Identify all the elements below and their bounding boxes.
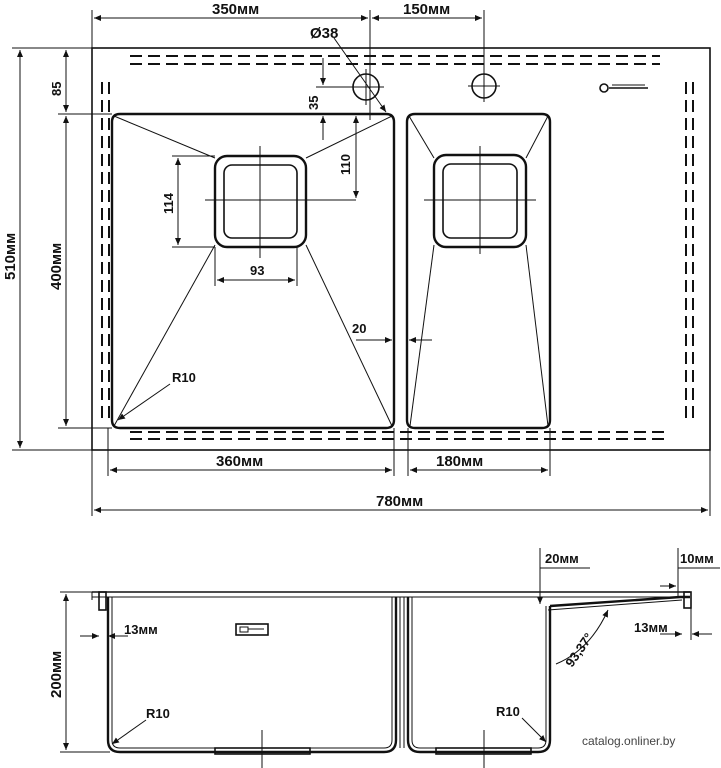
dim-radius-left-label: R10 (146, 706, 170, 721)
dim-total-width-label: 780мм (376, 493, 423, 510)
dim-edge: 10мм (660, 548, 720, 596)
dim-left-wall-label: 13мм (124, 622, 158, 637)
left-bowl-section (106, 597, 398, 754)
dim-angle: 93,37° (555, 609, 609, 670)
dim-top-margin-label: 85 (49, 82, 64, 96)
dim-right-wall-label: 13мм (634, 620, 668, 635)
dim-corner-radius: R10 (117, 370, 196, 421)
dim-drain-height-label: 114 (161, 192, 176, 214)
section-view: 200мм 13мм R10 R10 20мм (48, 548, 720, 768)
dim-angle-label: 93,37° (562, 630, 596, 670)
brand-logo (599, 83, 648, 93)
dim-total-depth-label: 510мм (2, 233, 19, 280)
top-view: 350мм 150мм Ø38 35 110 114 (2, 1, 711, 516)
dim-drain-width-label: 93 (250, 263, 264, 278)
left-bowl (110, 112, 396, 430)
dim-bowl-depth-label: 400мм (48, 243, 65, 290)
dim-bottom-widths: 360мм 180мм 780мм (91, 428, 711, 516)
dim-hole-offset-label: 35 (306, 96, 321, 110)
dim-hole-offset: 35 (306, 58, 352, 140)
dim-edge-label: 10мм (680, 551, 714, 566)
dim-drain-offset: 110 (338, 116, 359, 198)
dim-drain-offset-label: 110 (338, 154, 353, 175)
dim-radius-left: R10 (111, 706, 170, 745)
dim-lip: 20мм (537, 548, 590, 604)
right-bowl (405, 112, 552, 430)
watermark: catalog.onliner.by (582, 734, 675, 748)
dim-right-offset-label: 150мм (403, 1, 450, 18)
dim-hole-diameter-label: Ø38 (310, 25, 338, 42)
overflow-fitting (235, 623, 269, 636)
dim-hole-diameter: Ø38 (310, 25, 387, 113)
dim-corner-radius-label: R10 (172, 370, 196, 385)
dim-left-bowl-label: 360мм (216, 453, 263, 470)
dim-bowl-gap-label: 20 (352, 321, 366, 336)
dim-lip-label: 20мм (545, 551, 579, 566)
dim-drain-height: 114 (161, 155, 215, 248)
dim-section-height: 200мм (48, 591, 110, 753)
drainboard-section (549, 595, 690, 608)
dim-bowl-gap: 20 (352, 321, 432, 343)
dim-radius-right-label: R10 (496, 704, 520, 719)
dim-radius-right: R10 (496, 704, 547, 743)
right-bowl-section (406, 597, 552, 754)
dim-right-wall: 13мм (634, 600, 712, 640)
dim-right-bowl-label: 180мм (436, 453, 483, 470)
sink-outline (91, 47, 711, 451)
dim-left-verticals: 510мм 85 400мм (2, 47, 112, 451)
dim-drain-width: 93 (214, 247, 298, 286)
dim-left-width-label: 350мм (212, 1, 259, 18)
faucet-holes (348, 69, 500, 105)
dim-section-height-label: 200мм (48, 651, 65, 698)
mounting-dashes (101, 55, 694, 440)
dim-top-widths: 350мм 150мм (91, 1, 485, 120)
dim-left-wall: 13мм (80, 622, 158, 639)
